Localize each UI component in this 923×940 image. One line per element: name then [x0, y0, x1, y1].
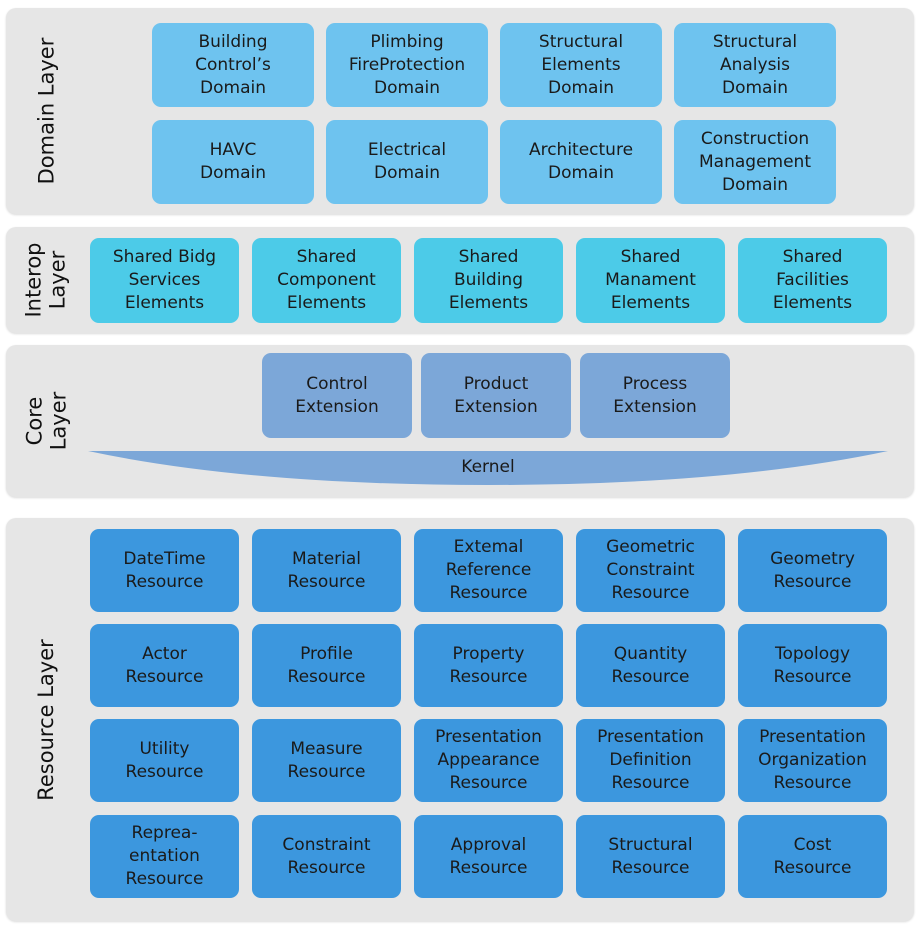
geometry-resource: Geometry Resource [738, 529, 887, 612]
kernel-label: Kernel [461, 457, 515, 477]
constraint-resource: Constraint Resource [252, 815, 401, 898]
shared-facilities-elements: Shared Facilities Elements [738, 238, 887, 323]
approval-resource: Approval Resource [414, 815, 563, 898]
utility-resource: Utility Resource [90, 719, 239, 802]
process-extension: Process Extension [580, 353, 730, 438]
structural-resource: Structural Resource [576, 815, 725, 898]
shared-building-elements: Shared Building Elements [414, 238, 563, 323]
core-layer-label: Core Layer [22, 391, 70, 451]
cost-resource: Cost Resource [738, 815, 887, 898]
quantity-resource: Quantity Resource [576, 624, 725, 707]
external-reference-resource: Extemal Reference Resource [414, 529, 563, 612]
shared-management-elements: Shared Manament Elements [576, 238, 725, 323]
structural-analysis-domain: Structural Analysis Domain [674, 23, 836, 107]
kernel-shape [88, 451, 888, 485]
electrical-domain: Electrical Domain [326, 120, 488, 204]
property-resource: Property Resource [414, 624, 563, 707]
profile-resource: Profile Resource [252, 624, 401, 707]
geometric-constraint-resource: Geometric Constraint Resource [576, 529, 725, 612]
construction-management-domain: Construction Management Domain [674, 120, 836, 204]
topology-resource: Topology Resource [738, 624, 887, 707]
building-controls-domain: Building Control’s Domain [152, 23, 314, 107]
presentation-appearance-resource: Presentation Appearance Resource [414, 719, 563, 802]
architecture-domain: Architecture Domain [500, 120, 662, 204]
product-extension: Product Extension [421, 353, 571, 438]
shared-bldg-services-elements: Shared Bidg Services Elements [90, 238, 239, 323]
presentation-definition-resource: Presentation Definition Resource [576, 719, 725, 802]
measure-resource: Measure Resource [252, 719, 401, 802]
structural-elements-domain: Structural Elements Domain [500, 23, 662, 107]
material-resource: Material Resource [252, 529, 401, 612]
resource-layer-label: Resource Layer [34, 638, 58, 801]
control-extension: Control Extension [262, 353, 412, 438]
actor-resource: Actor Resource [90, 624, 239, 707]
presentation-organization-resource: Presentation Organization Resource [738, 719, 887, 802]
hvac-domain: HAVC Domain [152, 120, 314, 204]
plumbing-fireprotection-domain: Plimbing FireProtection Domain [326, 23, 488, 107]
interop-layer-label: Interop Layer [21, 242, 70, 318]
datetime-resource: DateTime Resource [90, 529, 239, 612]
domain-layer-label: Domain Layer [34, 37, 58, 185]
shared-component-elements: Shared Component Elements [252, 238, 401, 323]
representation-resource: Reprea- entation Resource [90, 815, 239, 898]
